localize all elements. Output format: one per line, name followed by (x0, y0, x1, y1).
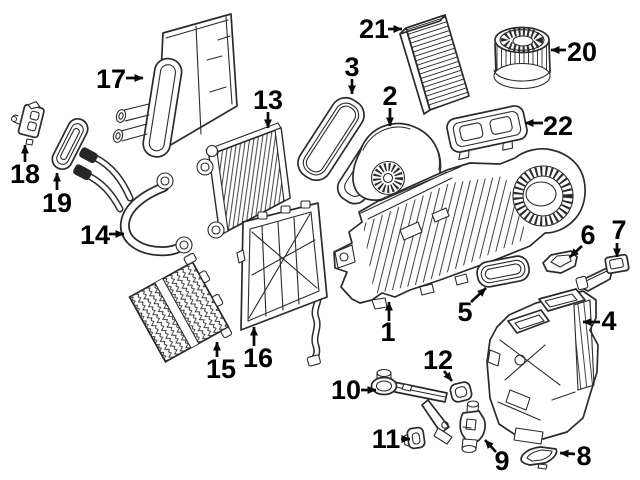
callout-label-12: 12 (423, 345, 453, 375)
callout-label-21: 21 (359, 14, 389, 44)
callout-4: 4 (582, 306, 617, 336)
part-21-cabin-filter (399, 14, 470, 115)
callout-15: 15 (206, 341, 236, 384)
callout-label-2: 2 (382, 81, 397, 111)
callout-6: 6 (569, 220, 596, 258)
callout-label-11: 11 (372, 424, 401, 454)
callout-11: 11 (372, 424, 411, 454)
callout-label-13: 13 (253, 85, 283, 115)
part-6-bracket (542, 250, 578, 274)
callout-9: 9 (484, 439, 510, 476)
part-13-heater-core (196, 122, 291, 239)
callout-7: 7 (611, 215, 627, 258)
callout-label-10: 10 (331, 375, 361, 405)
part-7-bracket (575, 253, 630, 292)
part-9-valve (459, 400, 487, 454)
callout-label-7: 7 (611, 215, 626, 245)
callout-label-18: 18 (10, 159, 40, 189)
callout-label-20: 20 (567, 37, 597, 67)
callout-10: 10 (331, 375, 377, 405)
callout-label-1: 1 (380, 317, 395, 347)
callout-label-22: 22 (543, 111, 573, 141)
callout-label-19: 19 (42, 188, 72, 218)
part-22-duct (446, 105, 528, 161)
part-4-lower-housing (486, 288, 599, 445)
callout-arrow-8 (559, 449, 576, 458)
callout-label-8: 8 (576, 441, 591, 471)
part-5-gasket (476, 255, 530, 288)
callout-13: 13 (253, 85, 283, 129)
callout-label-6: 6 (580, 220, 595, 250)
callout-8: 8 (559, 441, 592, 471)
part-15-electric-heater (128, 252, 233, 363)
callout-18: 18 (10, 144, 40, 189)
part-10-drain-pipe (370, 368, 453, 445)
part-2-blower-housing (336, 122, 445, 205)
callout-14: 14 (80, 220, 125, 250)
callout-arrow-5 (470, 287, 487, 303)
part-8-tray (520, 446, 558, 470)
part-12-grommet (449, 381, 473, 403)
callout-label-17: 17 (96, 64, 126, 94)
part-3-seal (297, 96, 365, 182)
callout-2: 2 (382, 81, 398, 127)
callout-17: 17 (96, 64, 144, 94)
part-16-frame (236, 200, 328, 367)
callout-label-4: 4 (601, 306, 616, 336)
part-1-main-housing (333, 148, 586, 310)
part-17-evaporator-core (112, 13, 238, 158)
callout-label-14: 14 (80, 220, 110, 250)
callout-12: 12 (423, 345, 454, 382)
callout-1: 1 (380, 301, 396, 347)
callout-20: 20 (550, 37, 597, 67)
callout-label-16: 16 (243, 343, 273, 373)
callout-3: 3 (344, 52, 360, 95)
callout-5: 5 (457, 287, 487, 327)
part-14-heater-pipes (73, 147, 193, 257)
callout-label-3: 3 (344, 52, 359, 82)
callout-21: 21 (359, 14, 403, 44)
callout-16: 16 (243, 326, 273, 373)
callout-label-9: 9 (494, 446, 509, 476)
part-19-grommet (51, 118, 89, 170)
callout-arrow-6 (569, 245, 583, 258)
callout-label-15: 15 (206, 354, 236, 384)
callout-arrow-12 (442, 370, 454, 382)
part-20-blower-motor (493, 26, 551, 90)
callout-22: 22 (524, 111, 573, 141)
callout-19: 19 (42, 172, 72, 218)
callout-label-5: 5 (457, 297, 472, 327)
part-18-sensor (10, 101, 45, 146)
callout-arrow-9 (484, 439, 497, 453)
